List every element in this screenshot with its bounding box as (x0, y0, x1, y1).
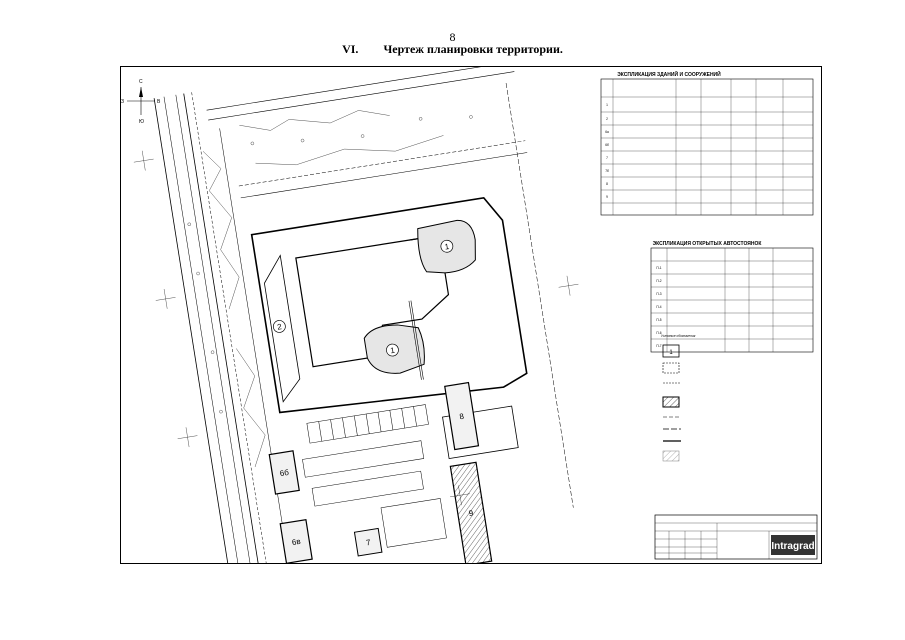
building-7 (353, 527, 383, 557)
label-building-6v: 6в (291, 537, 301, 547)
parking-row-2: П-2 (656, 279, 661, 283)
legend: Условные обозначения 1 (661, 334, 696, 462)
section-title: Чертеж планировки территории. (383, 42, 563, 56)
label-building-1-upper: 1 (444, 242, 450, 252)
buildings-row-2: 2 (606, 117, 608, 121)
compass-north: С (139, 79, 143, 85)
parking-row-1: П-1 (656, 266, 661, 270)
buildings-row-9: 9 (606, 195, 608, 199)
plan-labels: 1 1 2 6б 6в 7 8 9 (273, 239, 474, 548)
label-building-7: 7 (365, 538, 371, 548)
buildings-row-8: 8 (606, 182, 608, 186)
legend-title: Условные обозначения (661, 334, 696, 338)
site-plan-drawing: С Ю В З (121, 61, 818, 593)
building-6v (279, 518, 313, 564)
buildings-row-6a: 6а (605, 130, 609, 134)
buildings-row-7b: 7б (605, 169, 609, 173)
site-plan: 1 1 2 6б 6в 7 8 9 (133, 61, 579, 593)
compass-west: З (121, 99, 124, 105)
parking-row-3: П-3 (656, 292, 661, 296)
compass: С Ю В З (121, 79, 161, 125)
parking-table-title: ЭКСПЛИКАЦИЯ ОТКРЫТЫХ АВТОСТОЯНОК (653, 241, 763, 247)
label-building-6b: 6б (279, 468, 290, 478)
building-8 (444, 381, 480, 451)
roads (153, 61, 574, 593)
building-8-site (442, 405, 519, 459)
title-block: Intragrad (654, 514, 818, 560)
parking-areas (302, 404, 447, 548)
label-building-2: 2 (277, 322, 283, 332)
section-number: VI. (342, 42, 359, 56)
buildings-table: ЭКСПЛИКАЦИЯ ЗДАНИЙ И СООРУЖЕНИЙ 1 2 6а 6… (600, 70, 814, 216)
parking-table: ЭКСПЛИКАЦИЯ ОТКРЫТЫХ АВТОСТОЯНОК П-1 П-2… (650, 241, 814, 353)
buildings-row-1: 1 (606, 103, 608, 107)
buildings-table-title: ЭКСПЛИКАЦИЯ ЗДАНИЙ И СООРУЖЕНИЙ (617, 70, 721, 78)
building-6b (268, 450, 300, 495)
buildings-row-6b: 6б (605, 143, 609, 147)
compass-south: Ю (139, 119, 144, 125)
compass-east: В (157, 99, 161, 105)
legend-building-number: 1 (669, 350, 673, 356)
buildings-row-7: 7 (606, 156, 608, 160)
page-number: 8 (449, 30, 456, 44)
page-title: VI. Чертеж планировки территории. (0, 42, 905, 57)
main-building-complex (250, 197, 528, 414)
label-building-1-lower: 1 (390, 346, 396, 356)
label-building-9: 9 (468, 508, 474, 518)
parking-row-4: П-4 (656, 305, 661, 309)
parking-row-5: П-5 (656, 318, 661, 322)
label-building-8: 8 (459, 412, 465, 422)
intragrad-logo: Intragrad (771, 541, 814, 552)
parking-row-6: П-6 (656, 331, 661, 335)
survey-marks (133, 110, 579, 506)
drawing-sheet: С Ю В З (120, 61, 822, 593)
parking-row-7: П-7 (656, 344, 661, 348)
